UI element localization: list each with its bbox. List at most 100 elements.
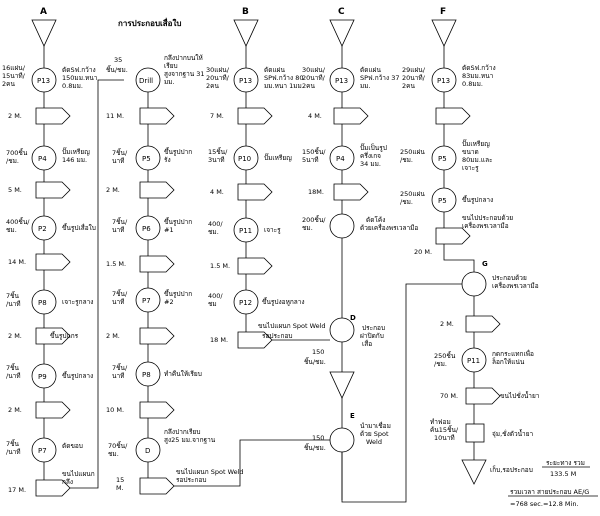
op-label: P7 (142, 297, 151, 305)
connector-drill-e (174, 439, 330, 487)
op-label: Drill (139, 77, 153, 85)
op-a-p4 (31, 145, 57, 171)
distance: 4 M. (308, 112, 322, 120)
op-label: D (145, 447, 150, 455)
transport-drill-6 (139, 477, 175, 495)
distance: 5 M. (8, 186, 22, 194)
distance: 18 M. (210, 336, 228, 344)
note-drill-p7: ขึ้นรูปปาก#2 (164, 289, 192, 306)
op-a-p7 (31, 437, 57, 463)
qty-b-p11: 400/ชม. (208, 220, 223, 236)
node-g-label: G (482, 260, 488, 268)
op-label: P13 (335, 77, 348, 85)
storage-triangle-b (233, 19, 259, 47)
op-b-p11 (233, 217, 259, 243)
qty-c-p4: 150ชิ้น/5นาที (302, 147, 326, 164)
column-label-c: C (338, 7, 345, 17)
distance: 2 M. (8, 332, 22, 340)
note-a-6: ขนไปแผนกกลึง (62, 470, 95, 486)
op-label: P4 (38, 155, 47, 163)
node-d-label: D (350, 314, 356, 322)
qty-b-p12: 400/ชม (208, 292, 223, 308)
note-drill-d: กลึงปากเรียบสูง25 มม.จากฐาน (164, 428, 216, 444)
transport-c-2 (333, 183, 369, 201)
qty-a-p7: 7ชิ้น/นาที (6, 439, 21, 456)
note-a-p9: ขึ้นรูปกลาง (62, 371, 93, 380)
qty-drill-p5: 7ชิ้น/นาที (112, 148, 128, 165)
note-a-p2: ขึ้นรูปเสื่อใบ (62, 223, 96, 232)
op-drill-p5 (135, 145, 161, 171)
transport-g-2 (465, 387, 501, 405)
transport-a-2 (35, 181, 71, 199)
column-label-a: A (40, 7, 47, 17)
op-f-p5b (431, 187, 457, 213)
op-label: P13 (239, 77, 252, 85)
transport-drill-3 (139, 255, 175, 273)
op-label: P9 (38, 373, 47, 381)
summary-distance-label: ระยะทาง รวม (546, 459, 585, 467)
distance: 2 M. (8, 112, 22, 120)
op-f-p5a (431, 145, 457, 171)
op-node-d (329, 317, 355, 343)
op-a-p13 (31, 67, 57, 93)
connector-f-g (443, 244, 475, 272)
note-b-p10: ปั๊มเหรียญ (264, 153, 292, 162)
summary-time-label: รวมเวลา สายประกอบ AE/G (510, 488, 589, 496)
op-a-p8 (31, 289, 57, 315)
op-b-p12 (233, 289, 259, 315)
distance: 10 M. (106, 406, 124, 414)
distance: 18M. (308, 188, 324, 196)
op-drill (135, 67, 161, 93)
connector-e-g (341, 283, 468, 503)
note-drill-p6: ขึ้นรูปปาก#1 (164, 217, 192, 234)
op-node-g (461, 271, 487, 297)
storage-triangle-d (329, 371, 355, 399)
summary-time-value: =768 sec.=12.8 Min. (510, 500, 579, 508)
op-a-p9 (31, 363, 57, 389)
op-label: P8 (142, 371, 151, 379)
transport-drill-5 (139, 401, 175, 419)
qty-f-p5b: 250แผ่น/ชม. (400, 190, 425, 206)
column-label-f: F (440, 7, 446, 17)
op-c-ring (329, 213, 355, 239)
qty-b-p13: 30แผ่น/20นาที/2คน (206, 66, 230, 90)
qty-f-p13: 29แผ่น/20นาที/2คน (402, 66, 426, 90)
column-label-b: B (242, 7, 249, 17)
transport-b-4 (237, 331, 273, 349)
distance: 1.5 M. (106, 260, 126, 268)
transport-b-1 (237, 107, 273, 125)
transport-a-1 (35, 107, 71, 125)
transport-f-2 (435, 227, 471, 245)
qty-g-p11: 250ชิ้น/ชม. (434, 351, 456, 368)
qty-c-ring: 200ชิ้น/ชม. (302, 215, 326, 232)
qty-drill-p8: 7ชิ้น/นาที (112, 363, 128, 380)
transport-drill-4 (139, 327, 175, 345)
distance: 2 M. (440, 320, 454, 328)
distance: 2 M. (106, 332, 120, 340)
transport-a-6 (35, 479, 71, 497)
qty-c-p13: 30แผ่น/20นาที/2คน (302, 66, 326, 90)
note-f-p5b: ขึ้นรูปกลาง (462, 195, 493, 204)
qty-a-p8: 7ชิ้น/นาที (6, 291, 21, 308)
note-g-end: เก็บ,รอประกอบ (490, 465, 533, 474)
note-node-d: ประกอบฝาปิดกับเสื่อ (360, 324, 385, 348)
note-drill-p8: ทำคืนให้เรียบ (164, 370, 202, 378)
transport-a-3 (35, 253, 71, 271)
note-drill-p5: ขึ้นรูปปากรัง (164, 147, 192, 164)
distance: 70 M. (440, 392, 458, 400)
note-a-p7: ตัดขอบ (62, 442, 83, 450)
